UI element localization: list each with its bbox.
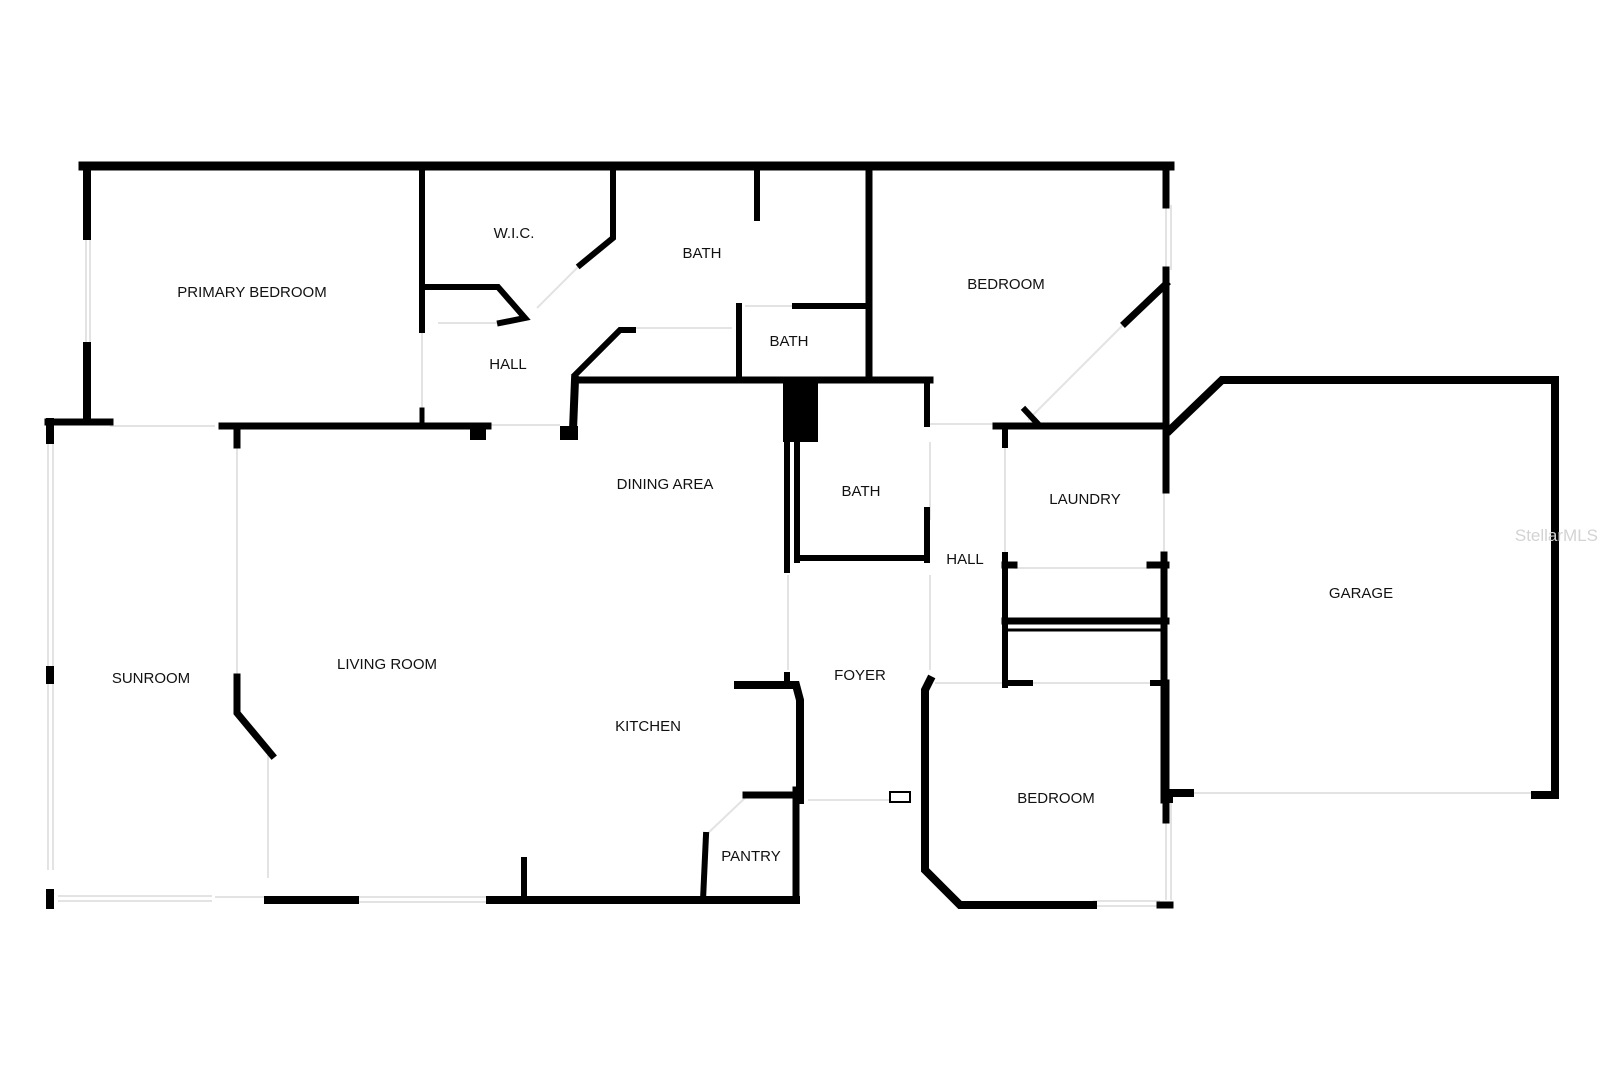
room-label-hall-primary: HALL — [489, 356, 527, 373]
room-label-living-room: LIVING ROOM — [337, 656, 437, 673]
openings — [47, 205, 1535, 907]
room-label-wic: W.I.C. — [494, 225, 535, 242]
walls — [44, 161, 1559, 909]
room-label-hall-center: HALL — [946, 551, 984, 568]
room-label-garage: GARAGE — [1329, 585, 1393, 602]
room-label-sunroom: SUNROOM — [112, 670, 190, 687]
watermark: StellarMLS — [1515, 526, 1598, 545]
room-label-bath-primary: BATH — [683, 245, 722, 262]
room-label-primary-bedroom: PRIMARY BEDROOM — [177, 284, 326, 301]
room-label-foyer: FOYER — [834, 667, 886, 684]
room-label-dining-area: DINING AREA — [617, 476, 714, 493]
room-label-laundry: LAUNDRY — [1049, 491, 1120, 508]
room-label-bath-small: BATH — [770, 333, 809, 350]
room-label-kitchen: KITCHEN — [615, 718, 681, 735]
room-label-bedroom-ne: BEDROOM — [967, 276, 1045, 293]
room-label-pantry: PANTRY — [721, 848, 780, 865]
room-label-bath-center: BATH — [842, 483, 881, 500]
room-label-bedroom-se: BEDROOM — [1017, 790, 1095, 807]
